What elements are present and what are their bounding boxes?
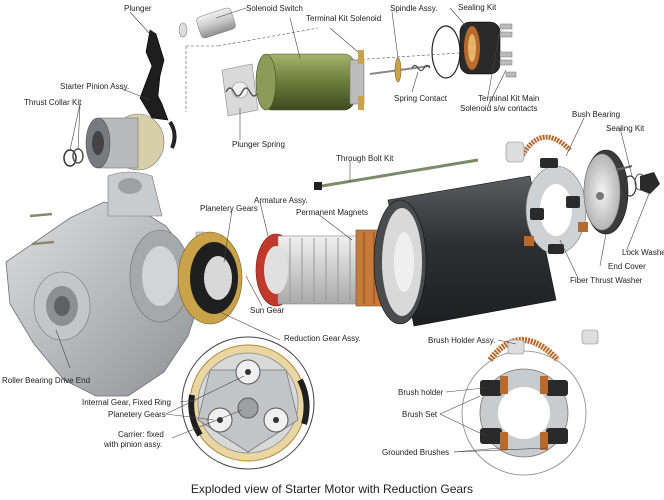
label-plunger-spring: Plunger Spring <box>232 140 285 149</box>
reduction-gear-ring <box>177 231 243 325</box>
label-plunger: Plunger <box>124 4 152 13</box>
label-through-bolt-kit: Through Bolt Kit <box>336 154 394 163</box>
label-planetery-gears-top: Planetery Gears <box>200 204 258 213</box>
label-lock-washer: Lock Washer <box>622 248 664 257</box>
label-reduction-gear-assy: Reduction Gear Assy. <box>284 334 361 343</box>
reduction-gear-detail <box>181 336 315 470</box>
label-solenoid-switch: Solenoid Switch <box>246 4 303 13</box>
label-end-cover: End Cover <box>608 262 646 271</box>
end-cover-part <box>583 149 660 235</box>
label-armature-assy: Armature Assy. <box>254 196 308 205</box>
solenoid-plate <box>221 63 259 117</box>
label-planetery-gears-bottom: Planetery Gears <box>108 410 166 419</box>
label-roller-bearing-drive-end: Roller Bearing Drive End <box>2 376 91 385</box>
plunger-part <box>178 7 236 39</box>
sealing-ring-top <box>431 25 461 79</box>
shift-lever <box>139 29 177 149</box>
leader-lines <box>55 7 653 453</box>
label-sealing-kit-right: Sealing Kit <box>606 124 645 133</box>
drive-end-housing <box>5 171 201 397</box>
label-spring-contact: Spring Contact <box>394 94 447 103</box>
label-solenoid-sw-contacts: Solenoid s/w contacts <box>460 104 538 113</box>
label-sealing-kit-top: Sealing Kit <box>458 3 497 12</box>
label-carrier-fixed: Carrier: fixed <box>118 430 164 439</box>
label-carrier-pinion: with pinion assy. <box>104 440 163 449</box>
label-brush-holder: Brush holder <box>398 388 444 397</box>
armature-part <box>255 229 437 307</box>
label-permanent-magnets: Permanent Magnets <box>296 208 369 217</box>
label-internal-gear-fixed-ring: Internal Gear, Fixed Ring <box>82 398 171 407</box>
solenoid-switch-part <box>255 50 365 111</box>
yoke-part <box>373 175 557 327</box>
label-brush-set: Brush Set <box>402 410 438 419</box>
label-fiber-thrust-washer: Fiber Thrust Washer <box>570 276 643 285</box>
brush-holder-detail <box>461 329 599 476</box>
label-sun-gear: Sun Gear <box>250 306 285 315</box>
label-terminal-kit-solenoid: Terminal Kit Solenoid <box>306 14 382 23</box>
label-terminal-kit-main: Terminal Kit Main <box>478 94 540 103</box>
solenoid-cap-part <box>459 21 517 78</box>
guide-lines <box>185 27 475 112</box>
label-spindle-assy: Spindle Assy. <box>390 4 438 13</box>
brush-holder-top <box>505 134 588 255</box>
figure-caption: Exploded view of Starter Motor with Redu… <box>190 482 474 496</box>
label-thrust-collar-kit: Thrust Collar Kit <box>24 98 82 107</box>
label-bush-bearing: Bush Bearing <box>572 110 621 119</box>
label-grounded-brushes: Grounded Brushes <box>382 448 450 457</box>
starter-pinion-part <box>63 113 165 171</box>
label-starter-pinion-assy: Starter Pinion Assy. <box>60 82 130 91</box>
label-brush-holder-assy: Brush Holder Assy. <box>428 336 496 345</box>
spindle-part <box>369 57 431 83</box>
